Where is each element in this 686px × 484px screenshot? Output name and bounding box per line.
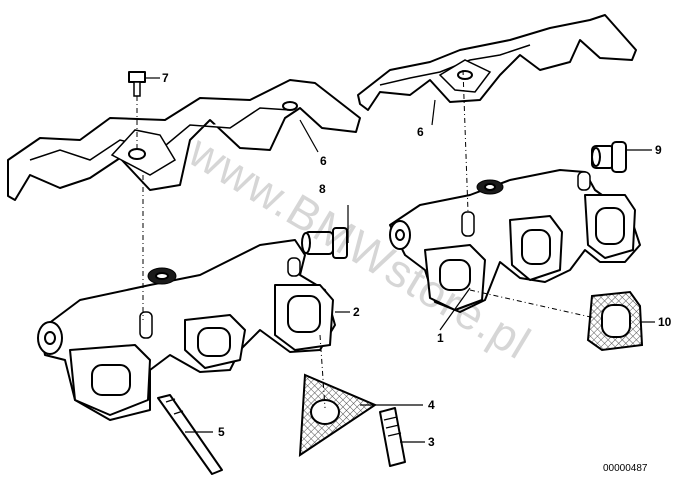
leader-lines	[145, 77, 655, 443]
alignment-lines	[136, 69, 596, 409]
stud-left	[157, 394, 223, 475]
exhaust-manifold-left	[37, 239, 336, 421]
heat-shield-left	[7, 79, 361, 201]
callout-1: 1	[437, 331, 444, 345]
stud-right	[379, 407, 406, 467]
callout-6-right: 6	[417, 125, 424, 139]
callout-6-left: 6	[320, 154, 327, 168]
threaded-fitting-right	[591, 141, 627, 173]
bolt	[128, 71, 146, 97]
heat-shield-right	[357, 14, 637, 111]
square-gasket	[586, 290, 644, 352]
callout-3: 3	[428, 435, 435, 449]
callout-10: 10	[658, 315, 672, 329]
threaded-fitting-left	[301, 227, 348, 259]
drawing-number: 00000487	[603, 463, 648, 474]
callout-8: 8	[319, 182, 326, 196]
callout-2: 2	[353, 305, 360, 319]
triangular-gasket	[298, 373, 378, 457]
callout-4: 4	[428, 398, 435, 412]
callout-7: 7	[162, 71, 169, 85]
callout-9: 9	[655, 143, 662, 157]
callout-5: 5	[218, 425, 225, 439]
exhaust-manifold-right	[389, 169, 641, 313]
